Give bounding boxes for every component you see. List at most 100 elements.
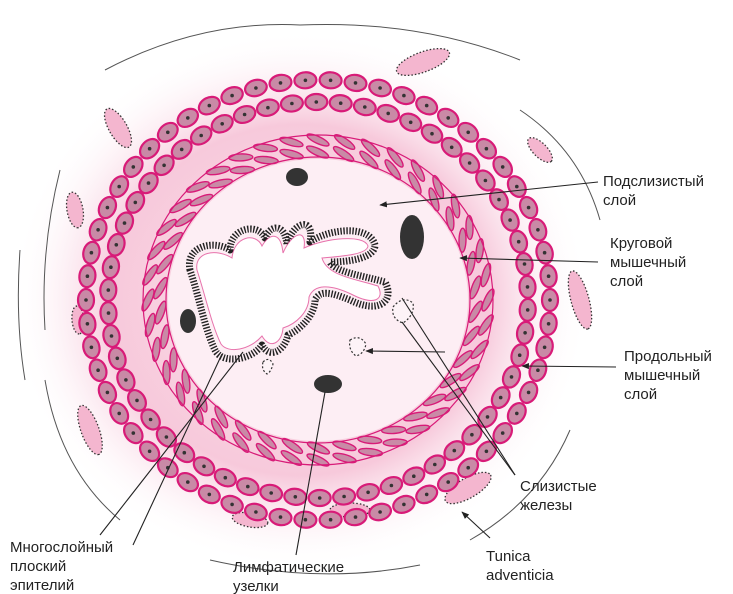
label-adventitia-line1: Tunica	[486, 548, 531, 565]
label-lymph-nodules-line2: узелки	[233, 578, 279, 594]
muscle-cell-nucleus	[499, 396, 503, 400]
muscle-cell-nucleus	[220, 122, 224, 126]
muscle-cell-nucleus	[485, 147, 489, 151]
muscle-cell-nucleus	[149, 418, 153, 422]
muscle-cell-nucleus	[339, 101, 343, 105]
muscle-cell-nucleus	[224, 476, 228, 480]
muscle-cell-nucleus	[450, 146, 454, 150]
muscle-cell-nucleus	[363, 105, 367, 109]
muscle-cell-nucleus	[208, 493, 212, 497]
muscle-cell-nucleus	[548, 298, 552, 302]
muscle-cell-nucleus	[466, 466, 470, 470]
muscle-cell-nucleus	[378, 86, 382, 90]
muscle-cell-nucleus	[132, 165, 136, 169]
muscle-cell-nucleus	[547, 322, 551, 326]
muscle-cell-nucleus	[186, 480, 190, 484]
label-circular-muscle: Круговой мышечный слой	[610, 235, 690, 290]
muscle-cell-nucleus	[485, 450, 489, 454]
muscle-cell-nucleus	[547, 274, 551, 278]
muscle-cell-nucleus	[446, 480, 450, 484]
muscle-cell-nucleus	[523, 262, 527, 266]
label-submucosa: Подслизистый слой	[603, 173, 708, 209]
muscle-cell-nucleus	[518, 353, 522, 357]
muscle-cell-nucleus	[86, 322, 90, 326]
muscle-cell-nucleus	[115, 243, 119, 247]
muscle-cell-nucleus	[354, 515, 358, 519]
label-circular-muscle-line1: Круговой	[610, 235, 672, 252]
muscle-cell-nucleus	[523, 331, 527, 335]
muscle-cell-nucleus	[329, 518, 333, 522]
muscle-cell-nucleus	[230, 503, 234, 507]
muscle-cell-nucleus	[497, 198, 501, 202]
muscle-cell-nucleus	[425, 104, 429, 108]
muscle-cell-nucleus	[508, 218, 512, 222]
muscle-cell-nucleus	[132, 431, 136, 435]
circular-muscle-cell	[383, 439, 407, 447]
muscle-cell-nucleus	[124, 378, 128, 382]
muscle-cell-nucleus	[433, 463, 437, 467]
label-adventitia: Tunica adventicia	[486, 548, 554, 584]
label-epithelium-line3: эпителий	[10, 577, 74, 594]
muscle-cell-nucleus	[342, 495, 346, 499]
muscle-cell-nucleus	[304, 518, 308, 522]
muscle-cell-nucleus	[165, 435, 169, 439]
muscle-cell-nucleus	[501, 431, 505, 435]
muscle-cell-nucleus	[117, 412, 121, 416]
muscle-cell-nucleus	[109, 265, 113, 269]
label-circular-muscle-line3: слой	[610, 273, 643, 290]
muscle-cell-nucleus	[106, 206, 110, 210]
muscle-cell-nucleus	[162, 164, 166, 168]
muscle-cell-nucleus	[515, 412, 519, 416]
muscle-cell-nucleus	[254, 510, 258, 514]
muscle-cell-nucleus	[378, 510, 382, 514]
muscle-cell-nucleus	[510, 375, 514, 379]
muscle-cell-nucleus	[134, 201, 138, 205]
muscle-cell-nucleus	[430, 132, 434, 136]
circular-muscle-cell	[163, 360, 171, 384]
muscle-cell-nucleus	[202, 465, 206, 469]
label-lymph-nodules: Лимфатические узелки	[233, 559, 348, 594]
muscle-cell-nucleus	[96, 368, 100, 372]
muscle-cell-nucleus	[294, 495, 298, 499]
label-circular-muscle-line2: мышечный	[610, 254, 686, 271]
muscle-cell-nucleus	[536, 368, 540, 372]
muscle-cell-nucleus	[208, 104, 212, 108]
label-submucosa-line1: Подслизистый	[603, 173, 704, 190]
muscle-cell-nucleus	[90, 251, 94, 255]
label-mucous-glands-line2: железы	[520, 497, 572, 514]
muscle-cell-nucleus	[446, 116, 450, 120]
muscle-cell-nucleus	[243, 113, 247, 117]
muscle-cell-nucleus	[199, 134, 203, 138]
muscle-cell-nucleus	[453, 449, 457, 453]
muscle-cell-nucleus	[402, 94, 406, 98]
muscle-cell-nucleus	[186, 116, 190, 120]
label-epithelium-line2: плоский	[10, 558, 66, 575]
muscle-cell-nucleus	[526, 285, 530, 289]
label-epithelium: Многослойный плоский эпителий	[10, 539, 117, 594]
muscle-cell-nucleus	[107, 288, 111, 292]
muscle-cell-nucleus	[148, 450, 152, 454]
muscle-cell-nucleus	[329, 79, 333, 83]
muscle-cell-nucleus	[486, 415, 490, 419]
muscle-cell-nucleus	[409, 121, 413, 125]
muscle-cell-nucleus	[269, 491, 273, 495]
muscle-cell-nucleus	[290, 102, 294, 106]
muscle-cell-nucleus	[390, 484, 394, 488]
muscle-cell-nucleus	[466, 131, 470, 135]
muscle-cell-nucleus	[354, 81, 358, 85]
muscle-cell-nucleus	[279, 81, 283, 85]
muscle-cell-nucleus	[517, 240, 521, 244]
muscle-cell-nucleus	[425, 493, 429, 497]
muscle-cell-nucleus	[96, 228, 100, 232]
label-mucous-glands: Слизистые железы	[520, 478, 601, 514]
muscle-cell-nucleus	[318, 496, 322, 500]
muscle-cell-nucleus	[183, 451, 187, 455]
label-mucous-glands-line1: Слизистые	[520, 478, 597, 495]
muscle-cell-nucleus	[166, 131, 170, 135]
muscle-cell-nucleus	[470, 433, 474, 437]
muscle-cell-nucleus	[515, 185, 519, 189]
label-longitudinal-muscle-line3: слой	[624, 386, 657, 403]
muscle-cell-nucleus	[527, 206, 531, 210]
muscle-cell-nucleus	[315, 100, 319, 104]
